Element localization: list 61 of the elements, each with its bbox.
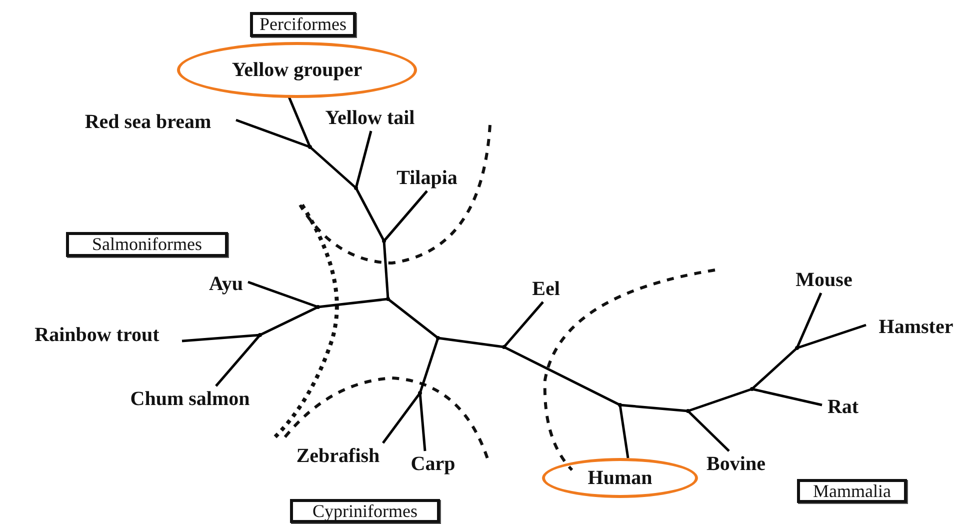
species-label: Zebrafish — [282, 443, 394, 469]
branch-line — [418, 338, 440, 394]
species-label: Eel — [526, 276, 566, 302]
branch-point — [386, 297, 390, 301]
species-label: Yellow grouper — [232, 58, 362, 83]
branch-line — [503, 301, 544, 348]
branch-line — [796, 292, 822, 348]
branch-line — [438, 336, 504, 348]
branch-line — [687, 410, 730, 452]
branch-line — [383, 190, 428, 242]
branch-line — [387, 298, 439, 339]
branch-point — [618, 403, 622, 407]
branch-line — [620, 404, 688, 412]
branch-point — [686, 409, 690, 413]
group-label: Perciformes — [250, 12, 356, 37]
branch-line — [688, 388, 752, 412]
branch-line — [354, 130, 372, 188]
branch-point — [316, 305, 320, 309]
branch-point — [418, 391, 422, 395]
branch-line — [215, 334, 261, 387]
branch-line — [503, 346, 621, 406]
species-label: Chum salmon — [110, 386, 270, 412]
species-label: Yellow tail — [309, 105, 431, 131]
highlight-ellipse — [177, 42, 417, 98]
species-label: Bovine — [696, 451, 776, 477]
branch-line — [318, 298, 388, 308]
branch-point — [436, 336, 440, 340]
branch-line — [182, 334, 260, 342]
branch-line — [382, 240, 390, 300]
branch-point — [258, 333, 262, 337]
species-label: Tilapia — [386, 165, 468, 191]
branch-line — [248, 280, 318, 308]
branch-line — [618, 404, 630, 458]
branch-point — [795, 346, 799, 350]
branch-line — [309, 146, 357, 189]
branch-line — [796, 324, 866, 350]
branch-point — [750, 387, 754, 391]
species-label: Human — [588, 466, 652, 491]
species-label: Rainbow trout — [12, 322, 182, 348]
branch-line — [418, 392, 426, 452]
species-label: Hamster — [866, 314, 966, 340]
branch-line — [354, 187, 386, 242]
branch-line — [288, 96, 312, 148]
branch-line — [751, 347, 798, 390]
species-label: Rat — [822, 394, 864, 420]
species-label: Carp — [402, 451, 464, 477]
group-label: Cypriniformes — [290, 499, 440, 523]
branch-point — [354, 186, 358, 190]
group-label: Mammalia — [797, 479, 907, 503]
branch-line — [382, 392, 421, 444]
branch-point — [308, 145, 312, 149]
branch-line — [236, 118, 310, 148]
group-label: Salmoniformes — [66, 232, 228, 257]
branch-line — [752, 388, 822, 406]
species-label: Ayu — [204, 271, 248, 297]
species-label: Mouse — [786, 267, 862, 293]
species-label: Red sea bream — [64, 109, 232, 135]
highlight-ellipse — [542, 458, 698, 498]
branch-point — [502, 345, 506, 349]
branch-point — [382, 239, 386, 243]
branch-line — [259, 306, 319, 336]
